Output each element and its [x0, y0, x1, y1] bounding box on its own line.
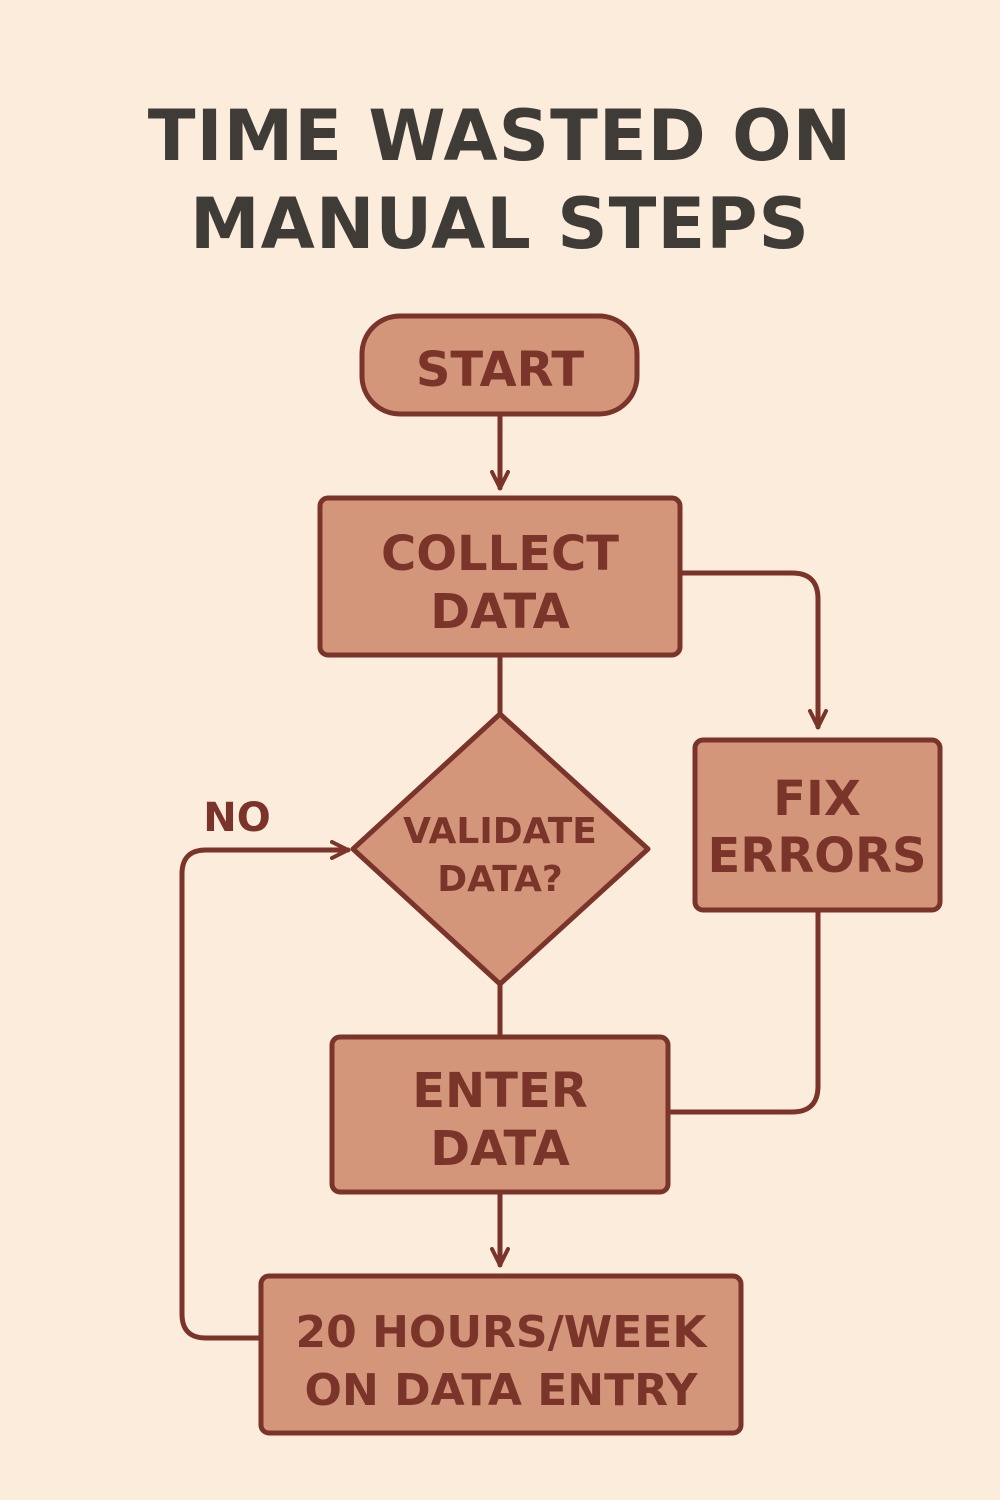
edge-result-validate-loop	[179, 840, 351, 1341]
enter-data-line-1: ENTER	[412, 1063, 587, 1119]
collect-data-line-1: COLLECT	[381, 526, 619, 582]
fix-errors-node: FIX ERRORS	[692, 737, 943, 913]
start-node: START	[359, 313, 640, 417]
validate-data-line-1: VALIDATE	[403, 811, 597, 852]
diagram-title: TIME WASTED ON MANUAL STEPS	[0, 92, 1000, 268]
fix-errors-line-2: ERRORS	[707, 828, 926, 884]
title-line-1: TIME WASTED ON	[147, 95, 853, 177]
start-label: START	[416, 342, 585, 398]
validate-data-decision: VALIDATE DATA?	[350, 711, 651, 987]
title-line-2: MANUAL STEPS	[190, 183, 810, 265]
hours-per-week-line-2: ON DATA ENTRY	[305, 1365, 699, 1416]
fix-errors-line-1: FIX	[773, 771, 861, 827]
edge-collect-fix	[677, 570, 828, 730]
enter-data-line-2: DATA	[430, 1121, 569, 1177]
hours-per-week-node: 20 HOURS/WEEK ON DATA ENTRY	[258, 1273, 744, 1436]
no-edge-label: NO	[203, 795, 270, 841]
enter-data-node: ENTER DATA	[329, 1034, 671, 1195]
collect-data-line-2: DATA	[430, 584, 569, 640]
hours-per-week-line-1: 20 HOURS/WEEK	[296, 1307, 709, 1358]
edge-fix-enter	[665, 907, 821, 1115]
validate-data-line-2: DATA?	[437, 859, 562, 900]
collect-data-node: COLLECT DATA	[317, 495, 683, 658]
